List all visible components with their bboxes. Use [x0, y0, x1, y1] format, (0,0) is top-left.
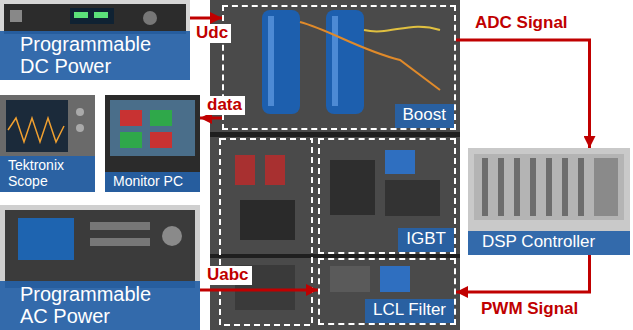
screen-panel [150, 110, 172, 126]
power-switch [10, 10, 22, 22]
equipment-node: Monitor PC [105, 95, 200, 192]
label-band: Tektronix Scope [0, 156, 95, 192]
node-label: LCL Filter [373, 301, 446, 320]
node-label: Monitor PC [113, 174, 192, 189]
display-digits [94, 12, 108, 18]
node-label: IGBT [406, 230, 446, 249]
card-slot [562, 158, 568, 216]
capacitor [262, 10, 300, 114]
capacitor [326, 10, 364, 114]
igbt-component [385, 150, 415, 174]
label-band: Boost [395, 104, 454, 128]
dashed-region [220, 139, 312, 325]
scope-body [0, 95, 95, 192]
node-label: Tektronix Scope [8, 158, 78, 189]
label-band: Monitor PC [105, 172, 200, 192]
ac-supply-screen [18, 218, 74, 260]
signal-arrow [200, 289, 318, 292]
screen-panel [150, 132, 172, 148]
igbt-module [330, 160, 375, 215]
display-digits [74, 12, 88, 18]
label-band: IGBT [398, 228, 454, 252]
ac-supply-panel [5, 210, 195, 288]
card-slot [498, 158, 504, 216]
label-band: LCL Filter [365, 299, 454, 323]
module-region: Boost [222, 5, 456, 130]
signal-label: ADC Signal [472, 14, 571, 33]
node-label: DSP Controller [482, 233, 622, 252]
signal-label: data [204, 96, 245, 115]
signal-label: Uabc [204, 266, 252, 285]
signal-label: Udc [193, 24, 231, 43]
equipment-node: Programmable AC Power [0, 205, 200, 330]
capacitor-highlight [332, 16, 338, 106]
screen-panel [120, 110, 142, 126]
monitor-screen [110, 100, 195, 156]
button-row [90, 222, 150, 230]
scope-waveform [8, 118, 64, 142]
capacitor-highlight [268, 16, 274, 106]
knob [76, 124, 84, 132]
signal-arrow [456, 255, 590, 292]
equipment-node: Tektronix Scope [0, 95, 95, 192]
inductor [330, 266, 370, 292]
node-label: Programmable DC Power [20, 33, 172, 77]
card-slot [546, 158, 552, 216]
knob [162, 226, 182, 246]
screen-panel [120, 132, 142, 148]
signal-label: PWM Signal [478, 300, 581, 319]
card-slot [530, 158, 536, 216]
sensor [265, 155, 285, 185]
wire [364, 27, 440, 32]
node-label: Boost [403, 106, 446, 125]
label-band: DSP Controller [468, 231, 630, 255]
igbt-board [385, 180, 440, 216]
module-region: IGBT [318, 138, 456, 254]
label-band: Programmable DC Power [0, 31, 190, 80]
card-slot [514, 158, 520, 216]
scope-screen [6, 100, 68, 152]
button-row [90, 238, 150, 246]
signal-arrow [200, 117, 222, 120]
equipment-node: DSP Controller [468, 148, 630, 255]
dsp-chassis [468, 148, 630, 255]
dc-supply-display [70, 8, 114, 24]
knob [143, 11, 157, 25]
cpu-card [594, 158, 618, 216]
signal-arrow [190, 17, 222, 20]
wire [300, 22, 440, 90]
card-slot [578, 158, 584, 216]
node-label: Programmable AC Power [20, 283, 172, 327]
knob [76, 108, 84, 116]
sensor [235, 155, 255, 185]
signal-arrow [456, 40, 590, 148]
driver-board [240, 200, 295, 240]
equipment-node: Programmable DC Power [0, 0, 190, 80]
card-slot [482, 158, 488, 216]
monitor-body [105, 95, 200, 192]
label-band: Programmable AC Power [0, 281, 200, 330]
dsp-front [474, 154, 624, 220]
dc-supply-body [0, 0, 190, 80]
module-region: LCL Filter [318, 258, 456, 325]
shelf [210, 132, 460, 137]
filter-capacitor [380, 266, 410, 292]
ac-supply-body [0, 205, 200, 330]
dc-supply-panel [4, 4, 186, 34]
